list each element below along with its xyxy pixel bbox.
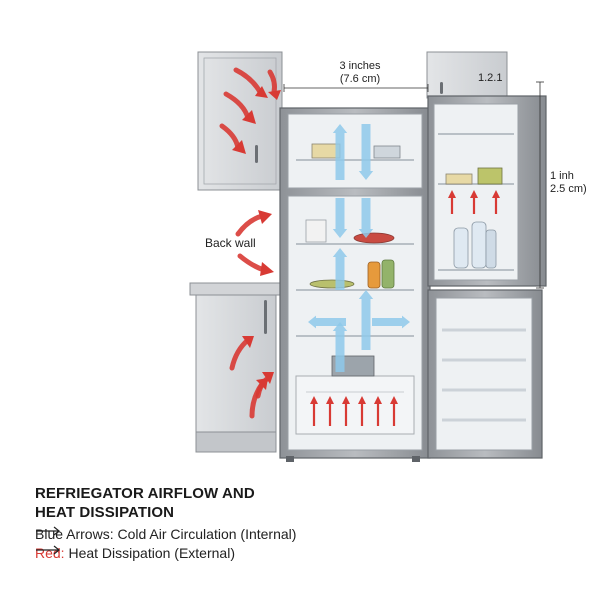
heat-arrow-head bbox=[260, 262, 274, 276]
cold-air-arrow bbox=[358, 290, 374, 350]
heat-arrow-head bbox=[326, 396, 334, 404]
heat-arrow bbox=[267, 69, 277, 95]
cold-air-arrow bbox=[332, 322, 348, 372]
heat-arrow-head bbox=[448, 190, 456, 198]
back-wall-label: Back wall bbox=[205, 236, 256, 250]
long-right-arrow-icon bbox=[36, 545, 60, 555]
cold-air-arrow bbox=[358, 124, 374, 180]
heat-arrow-head bbox=[242, 336, 254, 348]
legend-red-text: Heat Dissipation (External) bbox=[64, 545, 235, 561]
heat-arrow-head bbox=[255, 86, 268, 98]
heat-arrow-head bbox=[258, 210, 272, 224]
cold-air-arrow bbox=[372, 315, 410, 329]
heat-arrow-head bbox=[310, 396, 318, 404]
title-line-2: HEAT DISSIPATION bbox=[35, 504, 175, 521]
long-right-arrow-icon bbox=[36, 526, 60, 536]
heat-arrow-head bbox=[492, 190, 500, 198]
heat-arrow bbox=[237, 253, 267, 273]
cold-air-arrow bbox=[332, 124, 348, 180]
dimension-lines bbox=[283, 81, 544, 289]
heat-arrow bbox=[233, 67, 263, 95]
diagram-title: REFRIEGATOR AIRFLOW AND HEAT DISSIPATION bbox=[35, 484, 255, 522]
heat-arrow-head bbox=[242, 110, 256, 124]
legend-blue-text: Blue Arrows: Cold Air Circulation (Inter… bbox=[35, 526, 297, 542]
freezer-door bbox=[427, 95, 547, 287]
cold-air-arrows bbox=[308, 124, 410, 372]
lower-cabinet bbox=[189, 282, 281, 453]
top-right-label: 1.2.1 bbox=[478, 72, 503, 84]
cold-air-arrow bbox=[332, 248, 348, 290]
legend-red-row: Red: Heat Dissipation (External) bbox=[35, 545, 235, 561]
fridge-lower-door bbox=[427, 289, 543, 459]
side-gap-label: 1 inh 2.5 cm) bbox=[550, 170, 587, 195]
heat-arrow-head bbox=[374, 396, 382, 404]
cold-air-arrow bbox=[332, 198, 348, 238]
upper-cabinet-right bbox=[426, 51, 508, 99]
heat-arrow-head bbox=[390, 396, 398, 404]
heat-arrow bbox=[235, 213, 265, 237]
legend-blue-row: Blue Arrows: Cold Air Circulation (Inter… bbox=[35, 526, 296, 542]
refrigerator-body bbox=[279, 107, 431, 462]
heat-arrow-head bbox=[268, 90, 281, 100]
heat-arrow-head bbox=[358, 396, 366, 404]
cold-air-arrow bbox=[358, 198, 374, 238]
heat-arrow-head bbox=[232, 140, 246, 154]
heat-arrow-head bbox=[262, 372, 274, 384]
heat-arrow-head bbox=[470, 190, 478, 198]
heat-arrows bbox=[219, 67, 500, 426]
top-gap-label: 3 inches (7.6 cm) bbox=[339, 60, 381, 85]
cold-air-arrow bbox=[308, 315, 346, 329]
heat-arrow-head bbox=[342, 396, 350, 404]
title-line-1: REFRIEGATOR AIRFLOW AND bbox=[35, 485, 255, 502]
